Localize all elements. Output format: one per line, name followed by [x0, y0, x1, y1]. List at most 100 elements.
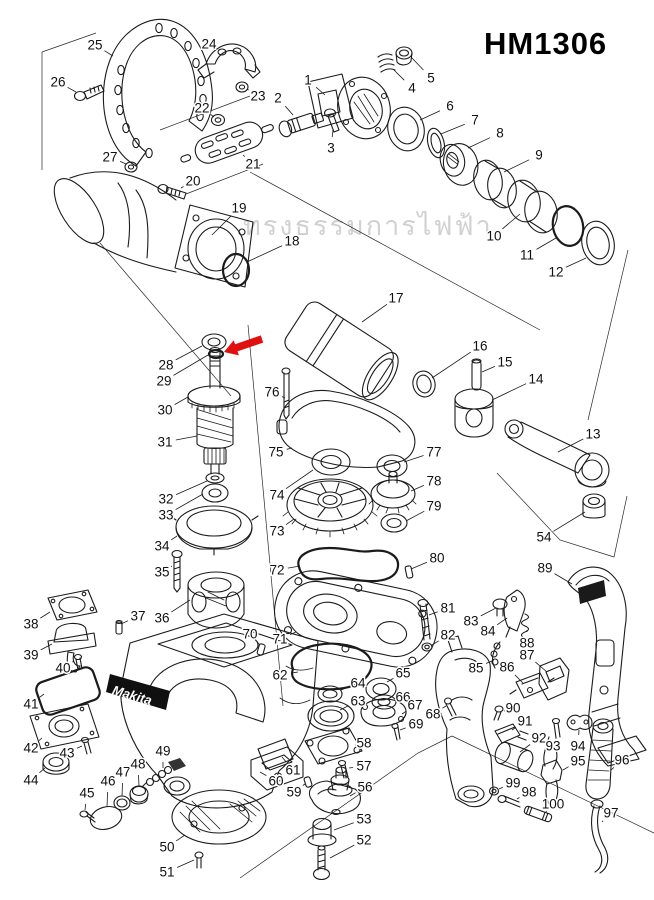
part-label-71: 71	[272, 632, 287, 647]
part-label-54: 54	[536, 530, 552, 545]
leader-line-31	[175, 435, 198, 441]
leader-line-47	[121, 782, 123, 797]
left-accessories-group	[29, 589, 186, 831]
cap-5	[395, 46, 413, 66]
leader-line-79	[405, 510, 425, 522]
leader-line-32	[175, 480, 208, 495]
part-label-39: 39	[23, 648, 38, 663]
leader-line-70	[257, 641, 261, 646]
part-label-23: 23	[250, 89, 265, 104]
leader-line-50	[175, 834, 186, 842]
leader-line-22	[210, 114, 215, 118]
leader-line-84	[496, 617, 508, 626]
part-label-81: 81	[440, 601, 455, 616]
part-label-33: 33	[158, 508, 173, 523]
leader-line-39	[40, 643, 53, 651]
pin-59	[303, 776, 313, 788]
leader-line-41	[39, 693, 45, 698]
bearing-65	[365, 677, 397, 701]
part-label-12: 12	[548, 265, 563, 280]
bearing-33	[201, 483, 229, 503]
bolt-52	[312, 845, 331, 881]
part-label-79: 79	[426, 499, 441, 514]
part-label-70: 70	[242, 627, 257, 642]
leader-line-3	[331, 129, 334, 138]
part-label-83: 83	[463, 614, 478, 629]
seal-64	[317, 685, 343, 703]
part-label-16: 16	[472, 339, 487, 354]
part-label-6: 6	[446, 99, 454, 114]
part-label-63: 63	[350, 694, 365, 709]
capacitor-91	[494, 723, 529, 744]
part-label-89: 89	[537, 561, 552, 576]
o-ring-18	[221, 252, 251, 288]
part-label-43: 43	[59, 746, 74, 761]
part-label-9: 9	[535, 148, 543, 163]
handle-half-right-89	[567, 566, 647, 767]
leader-line-68	[442, 705, 447, 709]
gear-78	[368, 470, 417, 514]
leader-line-19	[211, 215, 232, 236]
leader-line-23	[246, 88, 249, 91]
part-label-10: 10	[486, 229, 501, 244]
leader-line-52	[329, 844, 355, 859]
leader-line-7	[440, 123, 465, 135]
cylinder-17	[284, 301, 399, 401]
cap-66	[371, 694, 397, 710]
plate-46	[89, 805, 123, 831]
grip-21	[180, 121, 274, 164]
switch-86	[509, 672, 555, 699]
part-label-77: 77	[426, 445, 441, 460]
part-label-48: 48	[130, 757, 145, 772]
leader-line-43	[76, 745, 83, 749]
leader-line-87	[535, 661, 548, 673]
nut-22	[210, 113, 226, 127]
stator-36	[187, 571, 245, 629]
leader-line-6	[419, 110, 441, 121]
part-label-36: 36	[154, 611, 169, 626]
leader-line-100	[545, 810, 548, 813]
screw-81	[417, 598, 431, 641]
nut-23	[235, 81, 249, 93]
part-label-47: 47	[115, 765, 130, 780]
leader-line-97	[601, 820, 604, 823]
leader-line-63	[339, 705, 349, 711]
part-label-67: 67	[407, 698, 422, 713]
gasket-62	[290, 642, 373, 691]
spring-88	[520, 613, 530, 639]
leader-line-8	[467, 137, 491, 149]
part-label-72: 72	[269, 563, 284, 578]
o-ring-11	[551, 205, 585, 247]
screw-51	[194, 851, 204, 869]
leader-line-11	[536, 237, 557, 250]
leader-line-21	[242, 154, 246, 157]
leader-line-33	[175, 493, 204, 510]
grommet-44	[42, 752, 70, 775]
part-label-59: 59	[286, 785, 301, 800]
bearing-79	[380, 513, 408, 533]
leader-line-96	[610, 767, 615, 771]
o-ring-29	[207, 348, 225, 360]
part-label-40: 40	[55, 661, 70, 676]
bolt-26	[73, 84, 105, 102]
sleeve-92	[494, 741, 534, 773]
leader-line-62	[290, 671, 299, 674]
bracket-87	[538, 657, 570, 701]
clamp-bracket-24	[197, 43, 261, 79]
part-label-37: 37	[130, 609, 145, 624]
pin-37	[115, 619, 123, 635]
part-label-91: 91	[517, 714, 532, 729]
leader-line-98	[516, 797, 520, 800]
part-label-2: 2	[274, 91, 282, 106]
pump-39	[47, 622, 97, 673]
leader-line-15	[481, 366, 496, 373]
leader-line-65	[386, 678, 394, 683]
bearing-63	[307, 700, 355, 732]
strap-holes	[114, 22, 207, 159]
spring-lever-85	[490, 641, 501, 669]
screw-43	[80, 736, 92, 755]
stud-100	[523, 805, 553, 823]
o-ring-47	[113, 795, 131, 811]
tool-retainer-group	[278, 46, 615, 266]
gear-73	[282, 478, 378, 538]
